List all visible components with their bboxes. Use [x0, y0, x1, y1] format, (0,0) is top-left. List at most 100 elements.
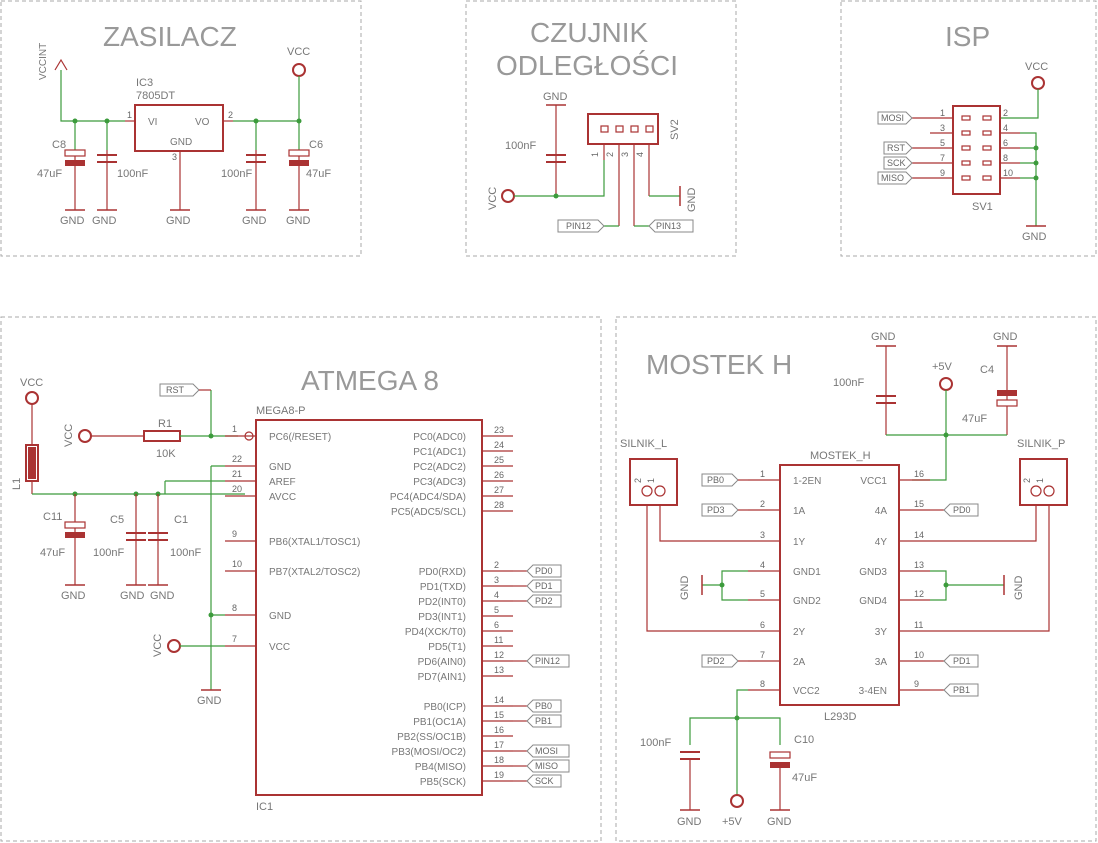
mostek-pin-num: 16	[914, 469, 924, 479]
capacitor-c11-icon	[64, 521, 86, 529]
atmega-vcc3-icon	[167, 639, 181, 653]
atmega-pin-name: PD7(AIN1)	[418, 672, 466, 683]
svg-text:10: 10	[1003, 168, 1013, 178]
atmega-pin-num: 18	[494, 755, 504, 765]
mostek-pin-name: 2A	[793, 657, 806, 668]
svg-text:PIN12: PIN12	[566, 221, 591, 231]
atmega-pin-name: PB0(ICP)	[424, 702, 466, 713]
mostek-pin-name: GND3	[859, 567, 887, 578]
vccint-label: VCCINT	[38, 43, 49, 80]
atmega-pin-name: PC0(ADC0)	[413, 432, 466, 443]
czujnik-vcc-label: VCC	[487, 187, 499, 210]
tag-label: PD2	[535, 596, 553, 606]
pin-vo-label: VO	[195, 117, 210, 128]
tag-label: PB0	[707, 475, 724, 485]
atmega-pin-name: PB5(SCK)	[420, 777, 466, 788]
atmega-pin-name: PD0(RXD)	[419, 567, 466, 578]
gnd-label-1: GND	[60, 215, 85, 227]
zasilacz-section: VCCINT VCC IC3 7805DT VI VO GND 1 2 3 C8…	[37, 43, 331, 227]
atmega-pin-num: 23	[494, 425, 504, 435]
silnik-l-label: SILNIK_L	[620, 438, 667, 450]
atmega-pin-name: AVCC	[269, 492, 296, 503]
mostek-pin-num: 5	[760, 589, 765, 599]
svg-text:6: 6	[1003, 138, 1008, 148]
mostek-pin-name: GND1	[793, 567, 821, 578]
atmega-pin-num: 9	[232, 529, 237, 539]
atmega-pin-name: VCC	[269, 642, 290, 653]
tag-mosi	[877, 111, 913, 125]
tag-pin12	[557, 219, 605, 233]
mostek-pin-num: 11	[914, 620, 923, 630]
mostek-pin-num: 2	[760, 499, 765, 509]
svg-text:9: 9	[940, 168, 945, 178]
atmega-pin-name: PB2(SS/OC1B)	[397, 732, 466, 743]
mostek-pin-num: 6	[760, 620, 765, 630]
l293d-chip	[779, 464, 900, 706]
tag-sck	[883, 156, 913, 170]
atmega-vcc2-icon	[78, 429, 92, 443]
tag-pd2	[701, 654, 739, 668]
czujnik-section: GND 100nF VCC SV2 1 2 3 4 GND PIN12 PIN1…	[487, 91, 698, 233]
czujnik-vcc-icon	[501, 189, 515, 203]
title-czujnik-1: CZUJNIK	[530, 17, 649, 48]
silnik-p-label: SILNIK_P	[1017, 438, 1065, 450]
mostek-5v-icon-2	[730, 794, 744, 808]
mostek-pin-num: 10	[914, 650, 924, 660]
mostek-5v-icon-1	[939, 377, 953, 391]
tag-pb1	[943, 683, 979, 697]
atmega-pin-name: PC2(ADC2)	[413, 462, 466, 473]
atmega-gnd-1: GND	[61, 590, 86, 602]
atmega-vcc-icon	[25, 391, 39, 405]
frame-atmega	[0, 316, 602, 842]
tag-label: PB1	[953, 685, 970, 695]
atmega-left-pins: 1PC6(/RESET)22GND21AREF20AVCC9PB6(XTAL1/…	[225, 424, 360, 653]
atmega-pin-name: GND	[269, 611, 291, 622]
czujnik-gnd-label: GND	[543, 91, 568, 103]
atmega8-chip	[255, 419, 483, 796]
tag-miso	[526, 759, 570, 773]
mostek-pin-num: 8	[760, 679, 765, 689]
atmega-pin-name: PC3(ADC3)	[413, 477, 466, 488]
czujnik-cap-value: 100nF	[505, 140, 536, 152]
atmega-pin-num: 4	[494, 590, 499, 600]
svg-text:1: 1	[1035, 478, 1045, 483]
title-zasilacz: ZASILACZ	[103, 21, 237, 52]
gnd-label-4: GND	[242, 215, 267, 227]
atmega-pin-num: 25	[494, 455, 504, 465]
svg-text:2: 2	[605, 152, 615, 157]
atmega-pin-num: 8	[232, 603, 237, 613]
ic3-value: 7805DT	[136, 90, 175, 102]
svg-text:8: 8	[1003, 153, 1008, 163]
tag-label: PD0	[535, 566, 553, 576]
resistor-r1-icon	[143, 430, 181, 442]
atmega-pin-name: AREF	[269, 477, 296, 488]
tag-pd1	[943, 654, 979, 668]
atmega-pin-num: 6	[494, 620, 499, 630]
motor-connector-right	[1019, 458, 1068, 506]
sv1-label: SV1	[972, 201, 993, 213]
gnd-label-2: GND	[92, 215, 117, 227]
c1-value: 100nF	[170, 547, 201, 559]
svg-text:7: 7	[940, 153, 945, 163]
capacitor-c8-icon	[64, 149, 86, 210]
vccint-arrow-icon	[54, 58, 68, 71]
vcc-label: VCC	[287, 46, 310, 58]
mostek-gnd-3: GND	[679, 576, 691, 601]
tag-label: PD2	[707, 656, 725, 666]
capacitor-c10-icon	[769, 751, 791, 759]
mostek-section: GND 100nF +5V GND C4 47uF MOSTEK_H L293D…	[620, 331, 1068, 828]
c4-value: 47uF	[962, 413, 987, 425]
tag-label: PD1	[535, 581, 553, 591]
cap-100nf-a-value: 100nF	[117, 168, 148, 180]
sv2-label: SV2	[669, 119, 681, 140]
svg-text:RST: RST	[887, 143, 906, 153]
atmega-pin-num: 20	[232, 484, 242, 494]
atmega-pin-num: 11	[494, 635, 503, 645]
atmega-section: VCC L1 C11 47uF C5 100nF C1 100nF GND GN…	[11, 377, 570, 813]
isp-vcc-icon	[1031, 76, 1045, 90]
c11-name: C11	[43, 511, 62, 523]
tag-pb1	[526, 714, 562, 728]
atmega-pin-num: 16	[494, 725, 504, 735]
atmega-vcc-label: VCC	[20, 377, 43, 389]
